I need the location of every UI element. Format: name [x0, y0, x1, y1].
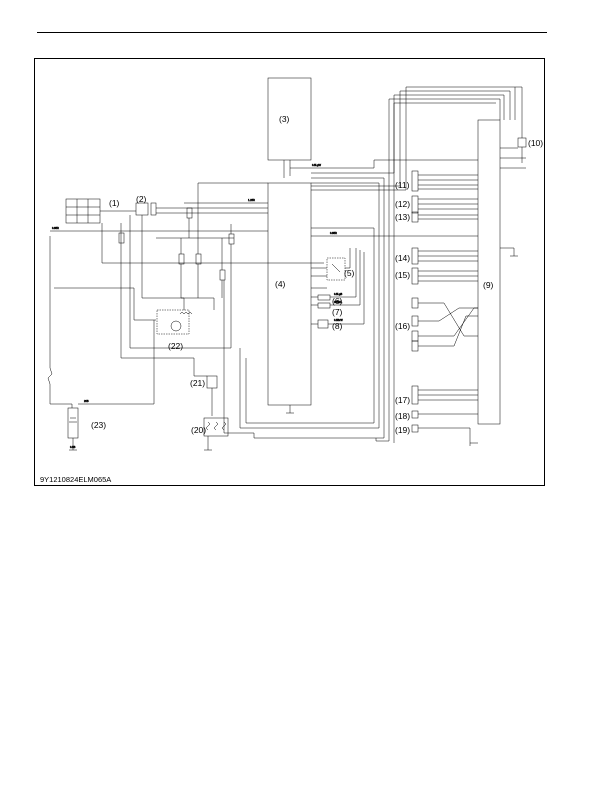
wire-label-power-output: 1.25R	[248, 198, 255, 202]
callout-14: (14)	[395, 253, 411, 263]
callout-4: (4)	[275, 279, 286, 289]
diode-5	[219, 269, 226, 281]
callout-12: (12)	[395, 199, 411, 209]
diode-6	[228, 233, 235, 245]
wire-label-solenoid-valve: 0.5W/L	[334, 300, 343, 304]
callout-2: (2)	[136, 194, 147, 204]
wire-label-main-power: 0.85R	[52, 226, 59, 230]
wire-label-pump-output: 0.5LgB	[334, 292, 342, 296]
component-5-switch	[326, 257, 346, 281]
component-9-box	[477, 119, 501, 425]
callout-19: (19)	[395, 425, 411, 435]
callout-17: (17)	[395, 395, 411, 405]
callout-16: (16)	[395, 321, 411, 331]
component-1-fuse-box	[65, 198, 101, 224]
wiring-diagram: 0.85R 0.85R 0.5LgW 0.5B 20B 0.5LgB 0.5W/…	[47, 77, 527, 451]
diode-4	[195, 253, 202, 265]
wire-label-ground: 0.5B	[70, 445, 76, 449]
diagram-frame	[34, 58, 545, 486]
component-3-box	[267, 77, 312, 161]
motor-icon	[170, 320, 182, 332]
component-21-sensor	[206, 375, 218, 389]
diode-3	[178, 253, 185, 265]
callout-7: (7)	[332, 307, 343, 317]
component-22-motor	[156, 309, 190, 335]
callout-18: (18)	[395, 411, 411, 421]
callout-22: (22)	[168, 341, 184, 351]
callout-8: (8)	[332, 321, 343, 331]
component-8-sensor	[317, 319, 329, 329]
component-2-relay	[135, 202, 149, 216]
wire-label-main-power-9: 0.85R	[330, 231, 337, 235]
callout-9: (9)	[483, 280, 494, 290]
component-10-relay	[517, 137, 527, 148]
component-4-box	[267, 182, 312, 406]
connectors-right	[411, 170, 478, 446]
callout-21: (21)	[190, 378, 206, 388]
callout-23: (23)	[91, 420, 107, 430]
callout-1: (1)	[109, 198, 120, 208]
callout-13: (13)	[395, 212, 411, 222]
diode-1	[118, 232, 125, 244]
callout-20: (20)	[191, 425, 207, 435]
figure-code: 9Y1210824ELM065A	[40, 475, 112, 484]
callout-11: (11)	[395, 180, 410, 190]
wire-label-can-line: 0.5BrW	[334, 318, 343, 322]
callout-15: (15)	[395, 270, 411, 280]
wire-label-battery-cable: 20B	[84, 399, 89, 403]
component-6-sensor	[317, 294, 331, 301]
callout-3: (3)	[279, 114, 290, 124]
component-7-sensor	[317, 302, 331, 309]
wire-label-signal-pair: 0.5LgW	[312, 163, 321, 167]
callout-6: (6)	[332, 296, 343, 306]
component-23-battery	[67, 407, 79, 439]
component-20-glow-plugs	[203, 417, 229, 437]
callout-10: (10)	[528, 138, 544, 148]
callout-5: (5)	[344, 268, 355, 278]
header-rule	[37, 32, 547, 33]
